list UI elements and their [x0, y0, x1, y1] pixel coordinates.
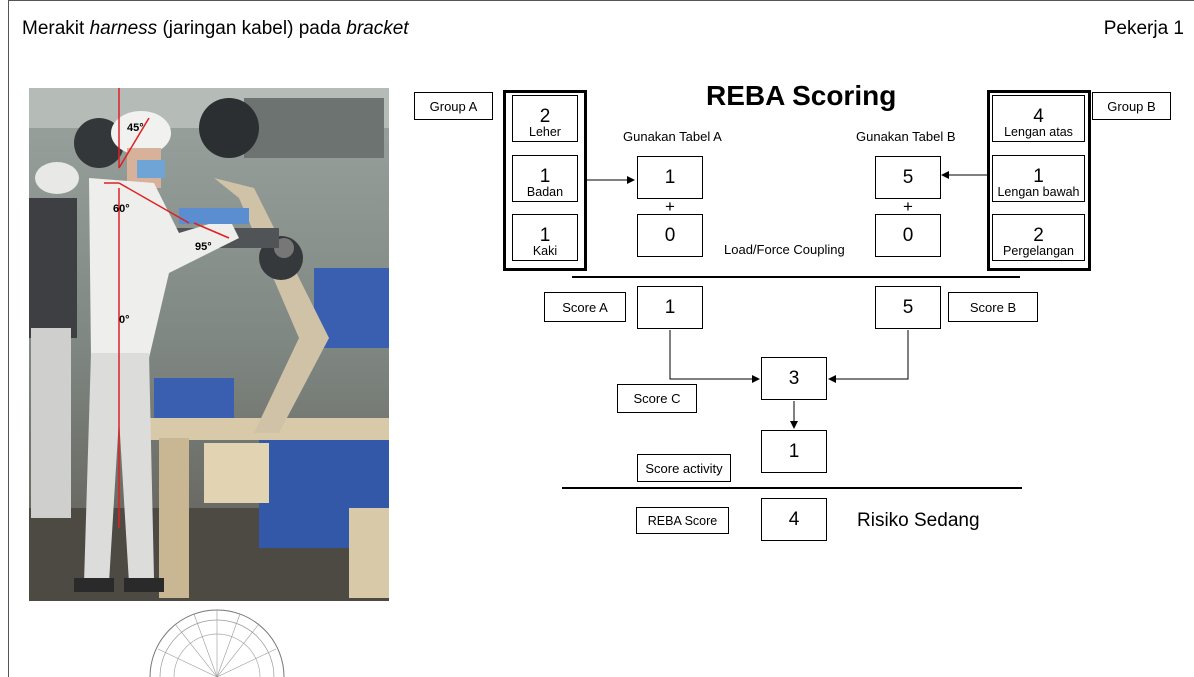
score-upper-arm: 4 Lengan atas: [992, 95, 1085, 142]
activity-tag: Score activity: [637, 454, 731, 482]
risk-level: Risiko Sedang: [857, 510, 980, 531]
worker-label: Pekerja 1: [1103, 18, 1184, 39]
score-wrist: 2 Pergelangan: [992, 214, 1085, 261]
score-upper-arm-value: 4: [1033, 106, 1044, 127]
score-trunk-label: Badan: [526, 185, 564, 199]
score-wrist-label: Pergelangan: [1003, 244, 1074, 258]
score-legs: 1 Kaki: [512, 214, 578, 261]
score-legs-value: 1: [539, 225, 551, 246]
angle-trunk: 60°: [113, 203, 130, 215]
score-lower-arm-value: 1: [1033, 166, 1044, 187]
worker-photo: 45° 60° 95° 0°: [29, 88, 389, 601]
plus-sign-b: +: [903, 197, 913, 216]
table-b-value: 5: [875, 156, 941, 199]
group-b-tag: Group B: [1092, 92, 1171, 120]
score-lower-arm: 1 Lengan bawah: [992, 155, 1085, 202]
score-lower-arm-label: Lengan bawah: [997, 185, 1080, 199]
score-b-value: 5: [875, 286, 941, 329]
reba-score-tag: REBA Score: [636, 507, 729, 534]
table-a-caption: Gunakan Tabel A: [623, 129, 722, 144]
group-a-box: [503, 90, 587, 271]
score-wrist-value: 2: [1033, 225, 1044, 246]
score-neck-value: 2: [539, 106, 551, 127]
plus-sign-a: +: [665, 197, 675, 216]
score-legs-label: Kaki: [532, 244, 558, 258]
group-a-tag: Group A: [414, 92, 493, 120]
reba-score-value: 4: [761, 498, 827, 541]
slide-title: Merakit harness (jaringan kabel) pada br…: [22, 18, 409, 39]
load-b-value: 0: [875, 214, 941, 257]
load-caption: Load/Force Coupling: [724, 242, 845, 257]
score-trunk-value: 1: [539, 166, 551, 187]
score-trunk: 1 Badan: [512, 155, 578, 202]
activity-value: 1: [761, 430, 827, 473]
load-a-value: 0: [637, 214, 703, 257]
table-a-value: 1: [637, 156, 703, 199]
score-upper-arm-label: Lengan atas: [1004, 125, 1073, 139]
score-neck: 2 Leher: [512, 95, 578, 142]
score-c-value: 3: [761, 357, 827, 400]
score-neck-label: Leher: [529, 125, 561, 139]
slide-frame: [8, 0, 1194, 677]
reba-title: REBA Scoring: [706, 80, 897, 111]
score-b-tag: Score B: [948, 292, 1038, 322]
group-b-box: [987, 90, 1091, 271]
protractor-icon: [149, 609, 285, 677]
table-b-caption: Gunakan Tabel B: [856, 129, 956, 144]
angle-leg: 0°: [119, 314, 130, 326]
score-a-value: 1: [637, 286, 703, 329]
score-a-tag: Score A: [544, 292, 626, 322]
score-c-tag: Score C: [617, 384, 697, 413]
angle-neck: 45°: [127, 122, 144, 134]
angle-arm: 95°: [195, 241, 212, 253]
